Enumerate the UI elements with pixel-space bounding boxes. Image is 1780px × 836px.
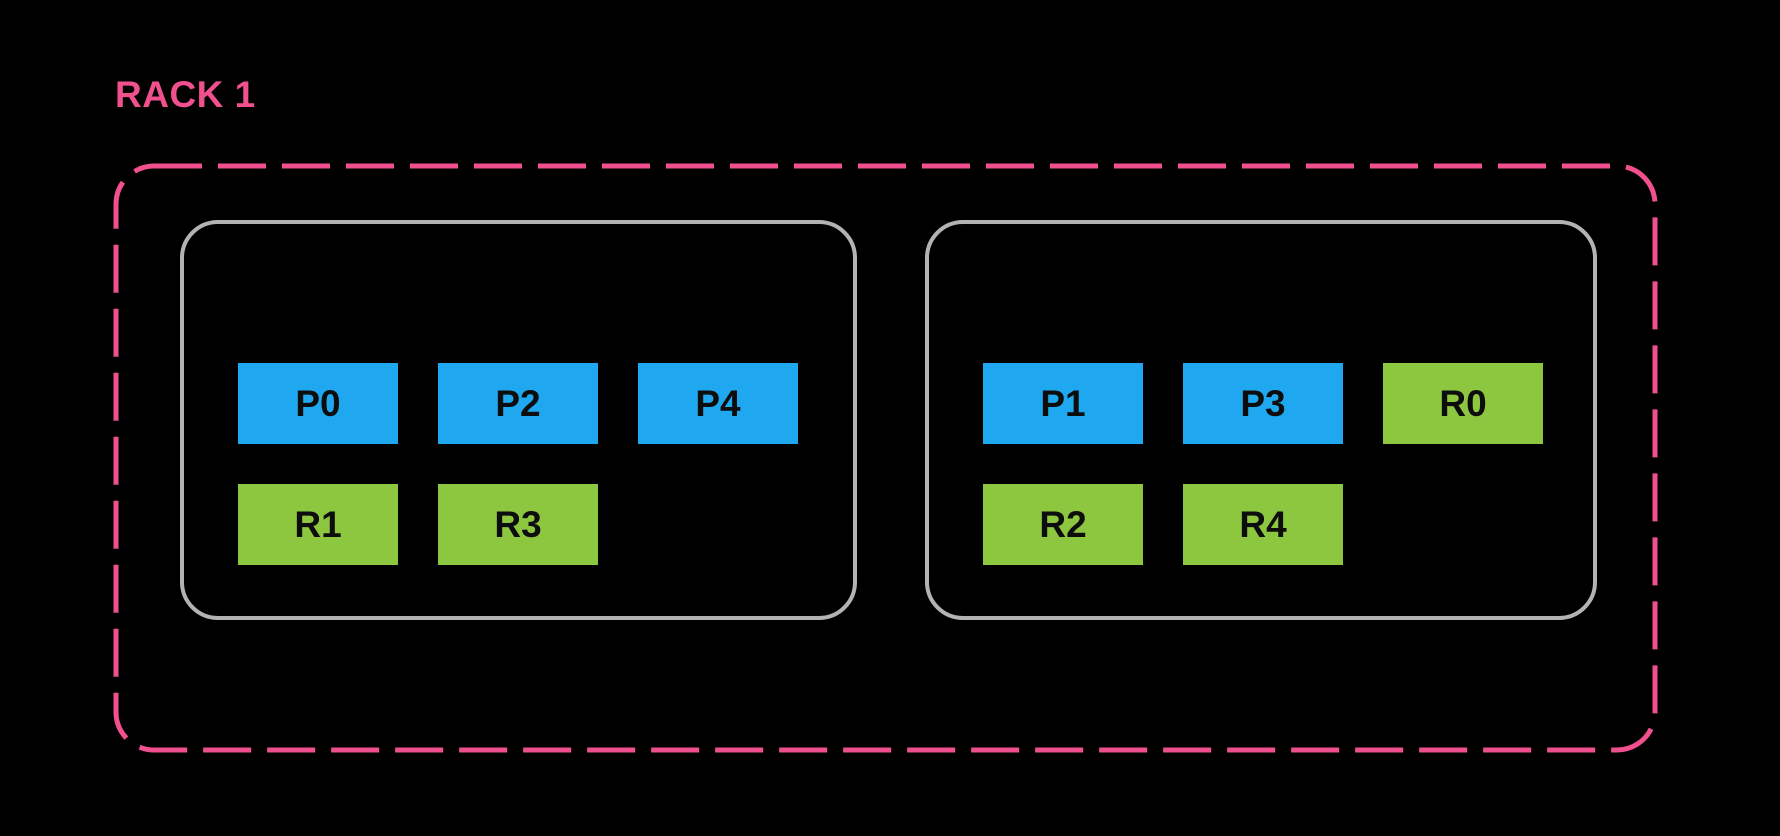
shard-p2: P2: [438, 363, 598, 444]
node-2-replica-row: R2 R4: [929, 484, 1593, 565]
rack-boundary: P0 P2 P4 R1 R3 P1 P3 R0 R2 R4: [113, 163, 1658, 753]
shard-p0: P0: [238, 363, 398, 444]
node-2: P1 P3 R0 R2 R4: [925, 220, 1597, 620]
node-1: P0 P2 P4 R1 R3: [180, 220, 857, 620]
shard-r2: R2: [983, 484, 1143, 565]
shard-r4: R4: [1183, 484, 1343, 565]
node-1-primary-row: P0 P2 P4: [184, 363, 853, 444]
shard-r1: R1: [238, 484, 398, 565]
node-1-replica-row: R1 R3: [184, 484, 853, 565]
shard-p1: P1: [983, 363, 1143, 444]
rack-dashed-border-icon: [113, 163, 1658, 753]
node-2-primary-row: P1 P3 R0: [929, 363, 1593, 444]
shard-p4: P4: [638, 363, 798, 444]
rack-title: RACK 1: [115, 74, 256, 115]
shard-r0: R0: [1383, 363, 1543, 444]
shard-p3: P3: [1183, 363, 1343, 444]
shard-r3: R3: [438, 484, 598, 565]
